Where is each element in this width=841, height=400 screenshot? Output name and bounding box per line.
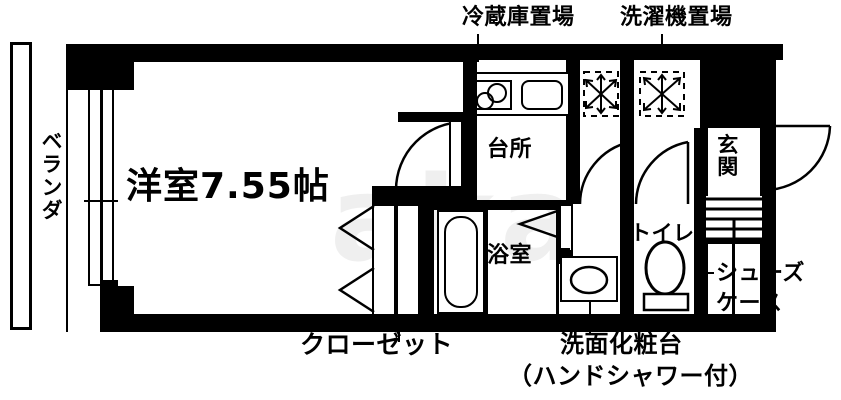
wall-closet-right bbox=[420, 186, 434, 316]
wall-kitchen-left-lower bbox=[463, 122, 477, 202]
closet-door-panel-right bbox=[396, 204, 420, 316]
genkan-floor-divider bbox=[732, 244, 735, 314]
closet-folding-door-icon[interactable] bbox=[337, 204, 378, 316]
wall-entrance-jamb bbox=[744, 112, 776, 128]
wall-left-upper bbox=[100, 44, 118, 90]
wall-genkan-right-upper bbox=[760, 128, 776, 194]
label-main-room: 洋室7.55帖 bbox=[126, 166, 330, 207]
label-washer-space: 洗濯機置場 bbox=[620, 5, 733, 30]
wall-shoecase-left bbox=[694, 240, 708, 316]
bathtub bbox=[444, 216, 478, 308]
bathroom-partition bbox=[485, 210, 488, 314]
wall-right-upper bbox=[760, 44, 776, 128]
closet-door-panel-left bbox=[372, 204, 396, 316]
kitchen-door-swing-icon[interactable] bbox=[578, 136, 634, 206]
leader-vanity bbox=[589, 300, 591, 334]
leader-shoecase bbox=[700, 272, 714, 274]
label-closet: クローゼット bbox=[300, 330, 454, 359]
bathroom-right-edge bbox=[556, 210, 559, 314]
wall-top-right bbox=[463, 44, 783, 60]
wall-left-lower bbox=[100, 280, 118, 332]
fridge-space-icon bbox=[583, 71, 619, 117]
bathroom-folding-door-icon[interactable] bbox=[500, 204, 572, 244]
leader-fridge bbox=[477, 34, 479, 62]
shoe-shelves-icon bbox=[706, 196, 762, 242]
bathroom-door-leaf bbox=[559, 204, 573, 252]
sliding-window-handle bbox=[84, 200, 118, 202]
genkan-step-line bbox=[708, 240, 762, 244]
toilet-bowl-icon bbox=[642, 240, 690, 312]
label-vanity-line2: （ハンドシャワー付） bbox=[508, 362, 753, 390]
wall-bottom-main bbox=[100, 314, 760, 332]
wall-between-fridge-washer-right bbox=[620, 60, 634, 128]
wall-kitchen-left-upper bbox=[463, 60, 477, 122]
label-shoe-case-line1: シューズ bbox=[716, 261, 805, 286]
wall-vanity-left bbox=[556, 248, 570, 258]
balcony-edge bbox=[66, 44, 68, 332]
label-kitchen: 台所 bbox=[487, 137, 533, 162]
washer-space-icon bbox=[639, 71, 685, 117]
label-fridge-space: 冷蔵庫置場 bbox=[462, 5, 575, 30]
label-bathroom: 浴室 bbox=[487, 243, 533, 268]
kitchen-sink bbox=[521, 80, 563, 110]
wall-toilet-left bbox=[620, 204, 634, 316]
label-shoe-case-line2: ケース bbox=[716, 291, 783, 316]
hall-door-swing-icon[interactable] bbox=[634, 136, 694, 206]
room-door-swing-icon[interactable] bbox=[392, 118, 470, 192]
leader-closet bbox=[398, 316, 400, 342]
leader-washer bbox=[661, 34, 663, 60]
wall-genkan-left bbox=[694, 128, 708, 204]
wall-hall-left bbox=[566, 128, 580, 204]
wall-right-lower bbox=[760, 190, 776, 332]
label-toilet: トイレ bbox=[630, 221, 695, 245]
wash-basin-icon bbox=[569, 265, 609, 295]
wall-bathroom-top bbox=[434, 200, 570, 210]
wall-door-header-room bbox=[398, 112, 468, 122]
balcony-rail-inner bbox=[15, 47, 27, 325]
entrance-door-swing-icon[interactable] bbox=[762, 124, 834, 194]
label-entrance: 玄関 bbox=[717, 133, 739, 180]
label-veranda: ベランダ bbox=[39, 130, 64, 222]
label-vanity-line1: 洗面化粧台 bbox=[560, 330, 683, 358]
wall-top-main bbox=[118, 44, 463, 62]
sliding-window-mullion bbox=[100, 88, 103, 286]
stove-burners-icon bbox=[476, 83, 507, 110]
